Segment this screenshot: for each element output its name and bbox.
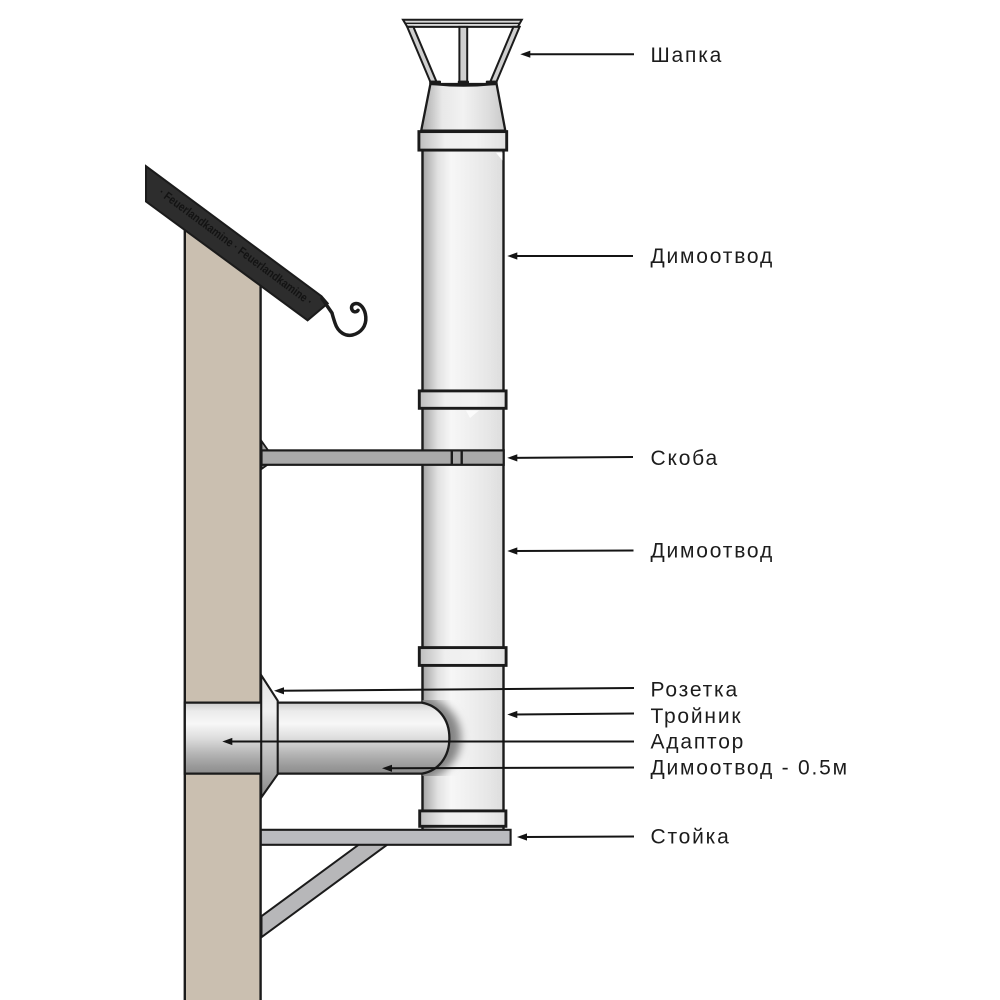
svg-text:Тройник: Тройник bbox=[651, 705, 743, 728]
svg-text:Розетка: Розетка bbox=[651, 678, 739, 701]
svg-text:Димоотвод: Димоотвод bbox=[651, 539, 775, 562]
svg-text:Димоотвод - 0.5м: Димоотвод - 0.5м bbox=[651, 757, 849, 780]
svg-text:Стойка: Стойка bbox=[651, 826, 731, 849]
svg-text:Димоотвод: Димоотвод bbox=[651, 245, 775, 268]
svg-text:Скоба: Скоба bbox=[651, 447, 720, 470]
svg-text:Шапка: Шапка bbox=[651, 44, 724, 67]
svg-text:Адаптор: Адаптор bbox=[651, 730, 746, 753]
